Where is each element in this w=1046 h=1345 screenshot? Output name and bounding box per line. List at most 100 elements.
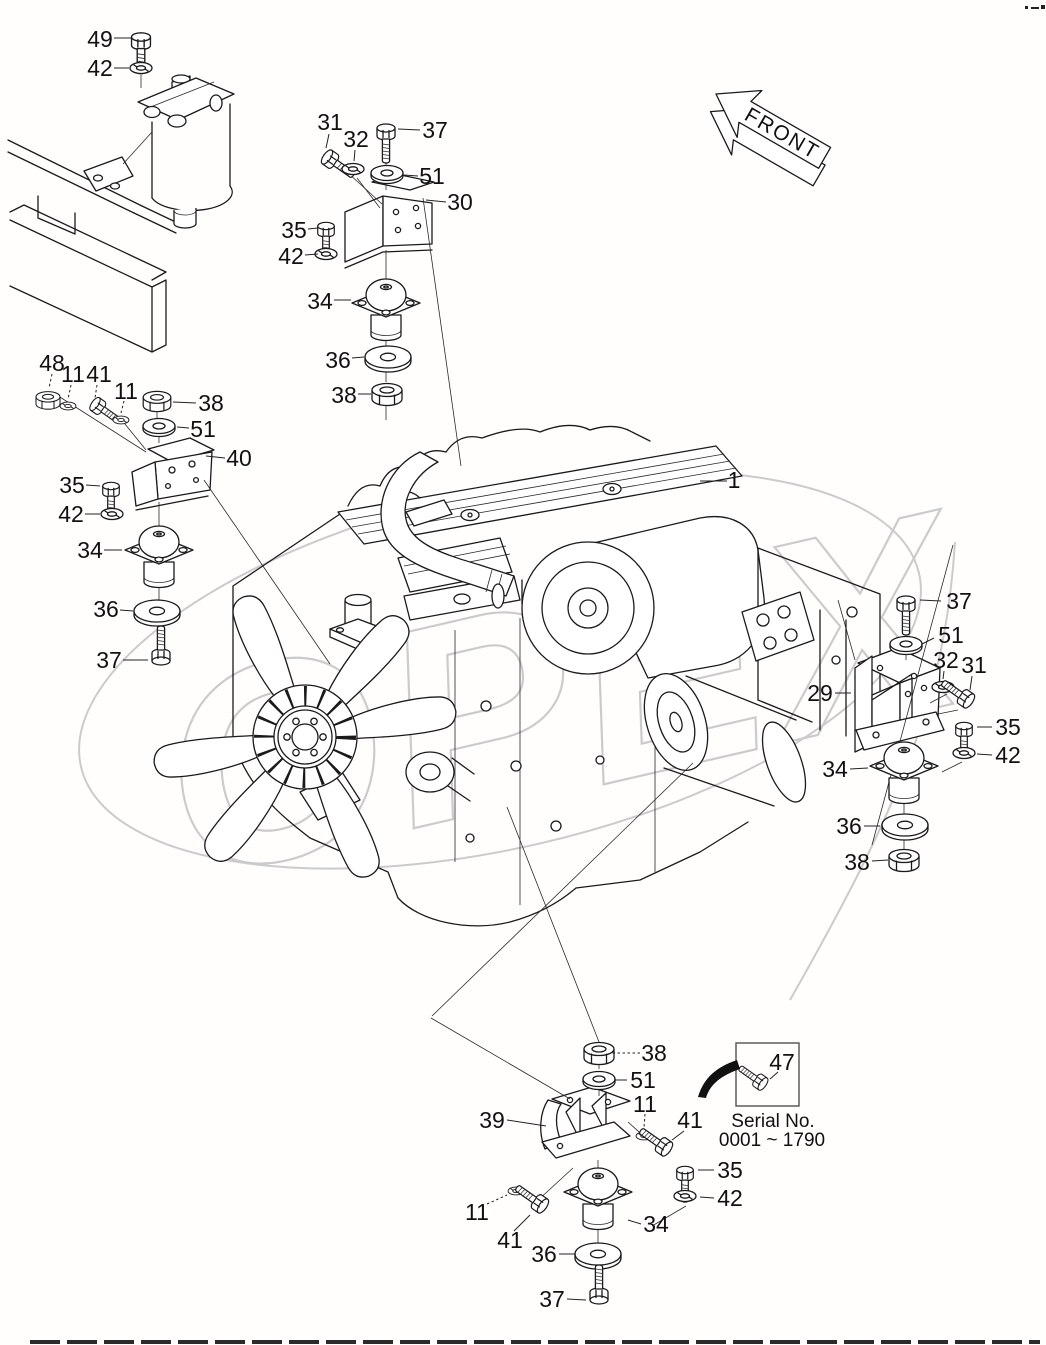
rocker-cover <box>337 445 743 545</box>
callout-label: 30 <box>447 189 473 215</box>
leader-line <box>351 356 365 359</box>
leader-line <box>325 133 330 149</box>
callout-label: 42 <box>58 501 84 527</box>
leader-line <box>643 1113 646 1129</box>
leader-line <box>769 1071 779 1080</box>
callout-label: 36 <box>531 1241 557 1267</box>
callout-label: 35 <box>59 472 85 498</box>
callout-label: 39 <box>479 1107 505 1133</box>
construction-line <box>203 479 331 665</box>
callout-label: 37 <box>96 647 122 673</box>
leader-line <box>871 859 889 862</box>
callout-label: 35 <box>281 217 307 243</box>
lock-icon <box>673 1189 697 1203</box>
callout-label: 42 <box>87 55 113 81</box>
callout-label: 41 <box>497 1227 523 1253</box>
leader-line <box>513 1214 531 1232</box>
engine-assembly <box>150 424 881 927</box>
callout-label: 51 <box>419 163 445 189</box>
leader-line <box>921 637 935 645</box>
washer-icon <box>370 164 404 185</box>
lock-icon <box>314 247 338 261</box>
callout-label: 37 <box>422 117 448 143</box>
leader-line <box>48 373 53 389</box>
lock-icon <box>59 401 77 411</box>
callout-label: 29 <box>807 680 833 706</box>
callout-label: 11 <box>61 361 85 387</box>
callout-label: 32 <box>343 126 369 152</box>
callout-label: 32 <box>933 647 959 673</box>
callout-label: 51 <box>938 622 964 648</box>
bracket-39 <box>540 1086 631 1159</box>
callout-label: 36 <box>93 596 119 622</box>
callout-label: 11 <box>633 1091 657 1117</box>
bigwasher-icon <box>133 599 181 627</box>
construction-line <box>124 423 147 451</box>
callout-label: 35 <box>995 714 1021 740</box>
bracket-40 <box>131 437 215 511</box>
lock-icon <box>129 61 153 75</box>
construction-line <box>122 131 153 165</box>
leader-line <box>172 401 197 404</box>
callout-label: 41 <box>86 361 112 387</box>
callout-label: 42 <box>995 742 1021 768</box>
construction-line <box>422 197 462 467</box>
callout-label: 38 <box>331 382 357 408</box>
construction-line <box>837 599 856 661</box>
leader-line <box>307 227 319 230</box>
callout-label: 34 <box>307 288 333 314</box>
crank-pulley <box>405 751 475 802</box>
air-cleaner <box>491 516 766 679</box>
fuel-filter <box>137 74 235 229</box>
nut-icon <box>888 848 920 873</box>
callout-label: 11 <box>114 378 138 404</box>
callout-label: 38 <box>198 390 224 416</box>
callout-label: 51 <box>190 416 216 442</box>
cooling-fan <box>150 589 460 884</box>
callout-label: 11 <box>465 1199 489 1225</box>
callout-label: 31 <box>961 652 987 678</box>
callout-label: 47 <box>769 1049 795 1075</box>
leader-line <box>67 384 72 400</box>
callout-label: 37 <box>539 1286 565 1312</box>
nut-icon <box>371 382 403 407</box>
leader-line <box>120 400 125 414</box>
callout-label: 38 <box>641 1040 667 1066</box>
callout-label: 51 <box>630 1067 656 1093</box>
intake-manifold <box>347 424 651 507</box>
serial-pointer-arrow <box>698 1060 740 1098</box>
callout-label: 1 <box>728 467 741 493</box>
leader-line <box>486 1194 508 1205</box>
callout-label: 49 <box>87 26 113 52</box>
callout-label: 41 <box>677 1107 703 1133</box>
callout-label: 38 <box>844 849 870 875</box>
callout-label: 36 <box>325 347 351 373</box>
front-arrow-face <box>715 89 832 169</box>
leader-line <box>849 767 869 770</box>
lock-icon <box>952 746 976 760</box>
construction-line <box>941 761 963 773</box>
callout-label: 40 <box>226 445 252 471</box>
construction-line <box>937 709 959 715</box>
chassis-frame <box>7 139 185 353</box>
intake-hose <box>380 451 515 597</box>
nut-icon <box>583 1041 615 1066</box>
serial-note: Serial No. 0001 ~ 1790 <box>698 1042 825 1151</box>
leader-line <box>119 609 134 612</box>
construction-line <box>506 806 600 1043</box>
leader-line <box>671 1130 685 1141</box>
construction-line <box>871 544 954 846</box>
callout-label: 42 <box>717 1185 743 1211</box>
nut-icon <box>142 390 172 413</box>
leader-line <box>94 384 98 399</box>
leader-line <box>353 149 356 162</box>
serial-box <box>735 1042 800 1107</box>
leader-line <box>425 199 447 203</box>
leader-line <box>397 128 421 131</box>
leader-line <box>976 753 993 756</box>
leader-line <box>969 675 973 691</box>
serial-line2: 0001 ~ 1790 <box>719 1130 825 1151</box>
washer-icon <box>889 635 923 656</box>
